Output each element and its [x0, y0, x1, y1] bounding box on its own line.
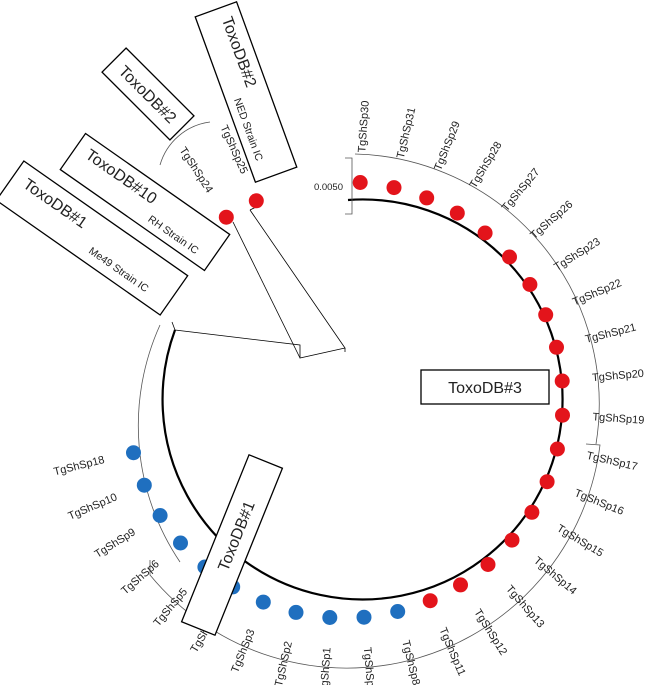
leaf-label-tgshsp29: TgShSp29	[432, 120, 463, 173]
leaf-dot-tgshsp13	[480, 557, 496, 572]
leaf-dot-tgshsp28	[449, 205, 465, 221]
leaf-dot-tgshsp20	[554, 373, 570, 389]
toxodb2-ned-box: ToxoDB#2 NED Strain IC	[194, 0, 298, 184]
leaf-label-tgshsp15: TgShSp15	[555, 522, 606, 559]
leaf-dot-tgshsp23	[522, 277, 538, 292]
leaf-label-tgshsp30: TgShSp30	[356, 100, 372, 153]
leaf-dot-tgshsp3	[255, 594, 271, 610]
scale-bar-line	[345, 157, 353, 215]
leaf-dot-tgshsp8	[390, 604, 406, 619]
leaf-label-tgshsp22: TgShSp22	[571, 277, 624, 308]
scale-bar-label: 0.0050	[314, 182, 343, 193]
leaf-label-tgshsp17: TgShSp17	[585, 450, 638, 473]
leaf-dot-tgshsp19	[555, 407, 570, 423]
leaf-label-tgshsp3: TgShSp3	[229, 628, 257, 675]
leaf-label-tgshsp26: TgShSp26	[528, 199, 575, 242]
leaf-dot-tgshsp22	[538, 307, 554, 323]
outer-bracket-right	[354, 153, 600, 445]
leaf-label-tgshsp19: TgShSp19	[592, 411, 645, 427]
leaf-dot-tgshsp11	[422, 593, 438, 609]
leaf-label-tgshsp2: TgShSp2	[273, 640, 295, 685]
toxodb2-ned-frame	[194, 0, 298, 184]
leaf-dot-tgshsp1	[322, 610, 338, 625]
toxodb2-small-frame	[101, 47, 195, 141]
leaf-dot-tgshsp12	[453, 577, 468, 593]
toxodb1-outer-frame	[0, 160, 189, 316]
leaf-dots	[126, 175, 570, 625]
outer-bracket-left	[137, 324, 181, 563]
leaf-label-tgshsp1: TgShSp1	[318, 647, 333, 685]
toxodb3-title: ToxoDB#3	[448, 380, 522, 397]
leaf-label-tgshsp20: TgShSp20	[592, 368, 645, 384]
leaf-dot-tgshsp26	[502, 249, 517, 265]
toxodb10-frame	[59, 132, 231, 272]
leaf-label-tgshsp28: TgShSp28	[467, 140, 504, 191]
leaf-dot-tgshsp10	[136, 477, 152, 493]
toxodb3-frame	[420, 369, 550, 405]
toxodb3-box: ToxoDB#3	[420, 369, 550, 405]
leaf-dot-tgshsp25	[248, 193, 264, 209]
leaf-label-tgshsp24: TgShSp24	[177, 145, 215, 195]
leaf-dot-tgshsp15	[524, 504, 540, 520]
leaf-label-tgshsp21: TgShSp21	[584, 322, 637, 346]
leaf-dot-tgshsp16	[539, 474, 555, 490]
leaf-dot-tgshsp24	[218, 209, 234, 225]
leaf-dot-tgshsp21	[549, 339, 564, 355]
leaf-dot-tgshsp6	[173, 535, 188, 551]
sp24-branch	[232, 221, 301, 359]
leaf-dot-tgshsp29	[419, 190, 435, 206]
leaf-label-tgshsp7: TgShSp7	[361, 647, 377, 685]
scale-bar: 0.0050	[314, 157, 353, 215]
leaf-label-tgshsp10: TgShSp10	[66, 491, 119, 522]
leaf-label-tgshsp16: TgShSp16	[573, 487, 626, 518]
leaf-label-tgshsp6: TgShSp6	[119, 558, 161, 597]
leaf-label-tgshsp31: TgShSp31	[395, 106, 418, 159]
leaf-label-tgshsp18: TgShSp18	[52, 454, 105, 478]
leaf-dot-tgshsp17	[549, 441, 565, 457]
toxodb1-inner-frame	[180, 453, 284, 637]
leaf-label-tgshsp23: TgShSp23	[552, 236, 602, 274]
leaf-dot-tgshsp2	[288, 604, 304, 620]
leaf-label-tgshsp11: TgShSp11	[436, 626, 467, 678]
outer-bracket-top	[159, 121, 211, 166]
leaf-dot-tgshsp31	[386, 180, 402, 196]
leaf-dot-tgshsp9	[152, 508, 168, 523]
leaf-dot-tgshsp18	[126, 445, 141, 461]
sp18-branch	[171, 321, 176, 331]
leaf-label-tgshsp13: TgShSp13	[503, 583, 546, 630]
leaf-dot-tgshsp30	[352, 175, 368, 190]
leaf-dot-tgshsp7	[356, 609, 372, 625]
leaf-label-tgshsp9: TgShSp9	[93, 526, 138, 560]
leaf-dot-tgshsp27	[477, 225, 493, 241]
leaf-label-tgshsp27: TgShSp27	[500, 166, 543, 214]
toxodb2-small-box: ToxoDB#2	[101, 47, 195, 141]
leaf-dot-tgshsp14	[504, 532, 520, 548]
